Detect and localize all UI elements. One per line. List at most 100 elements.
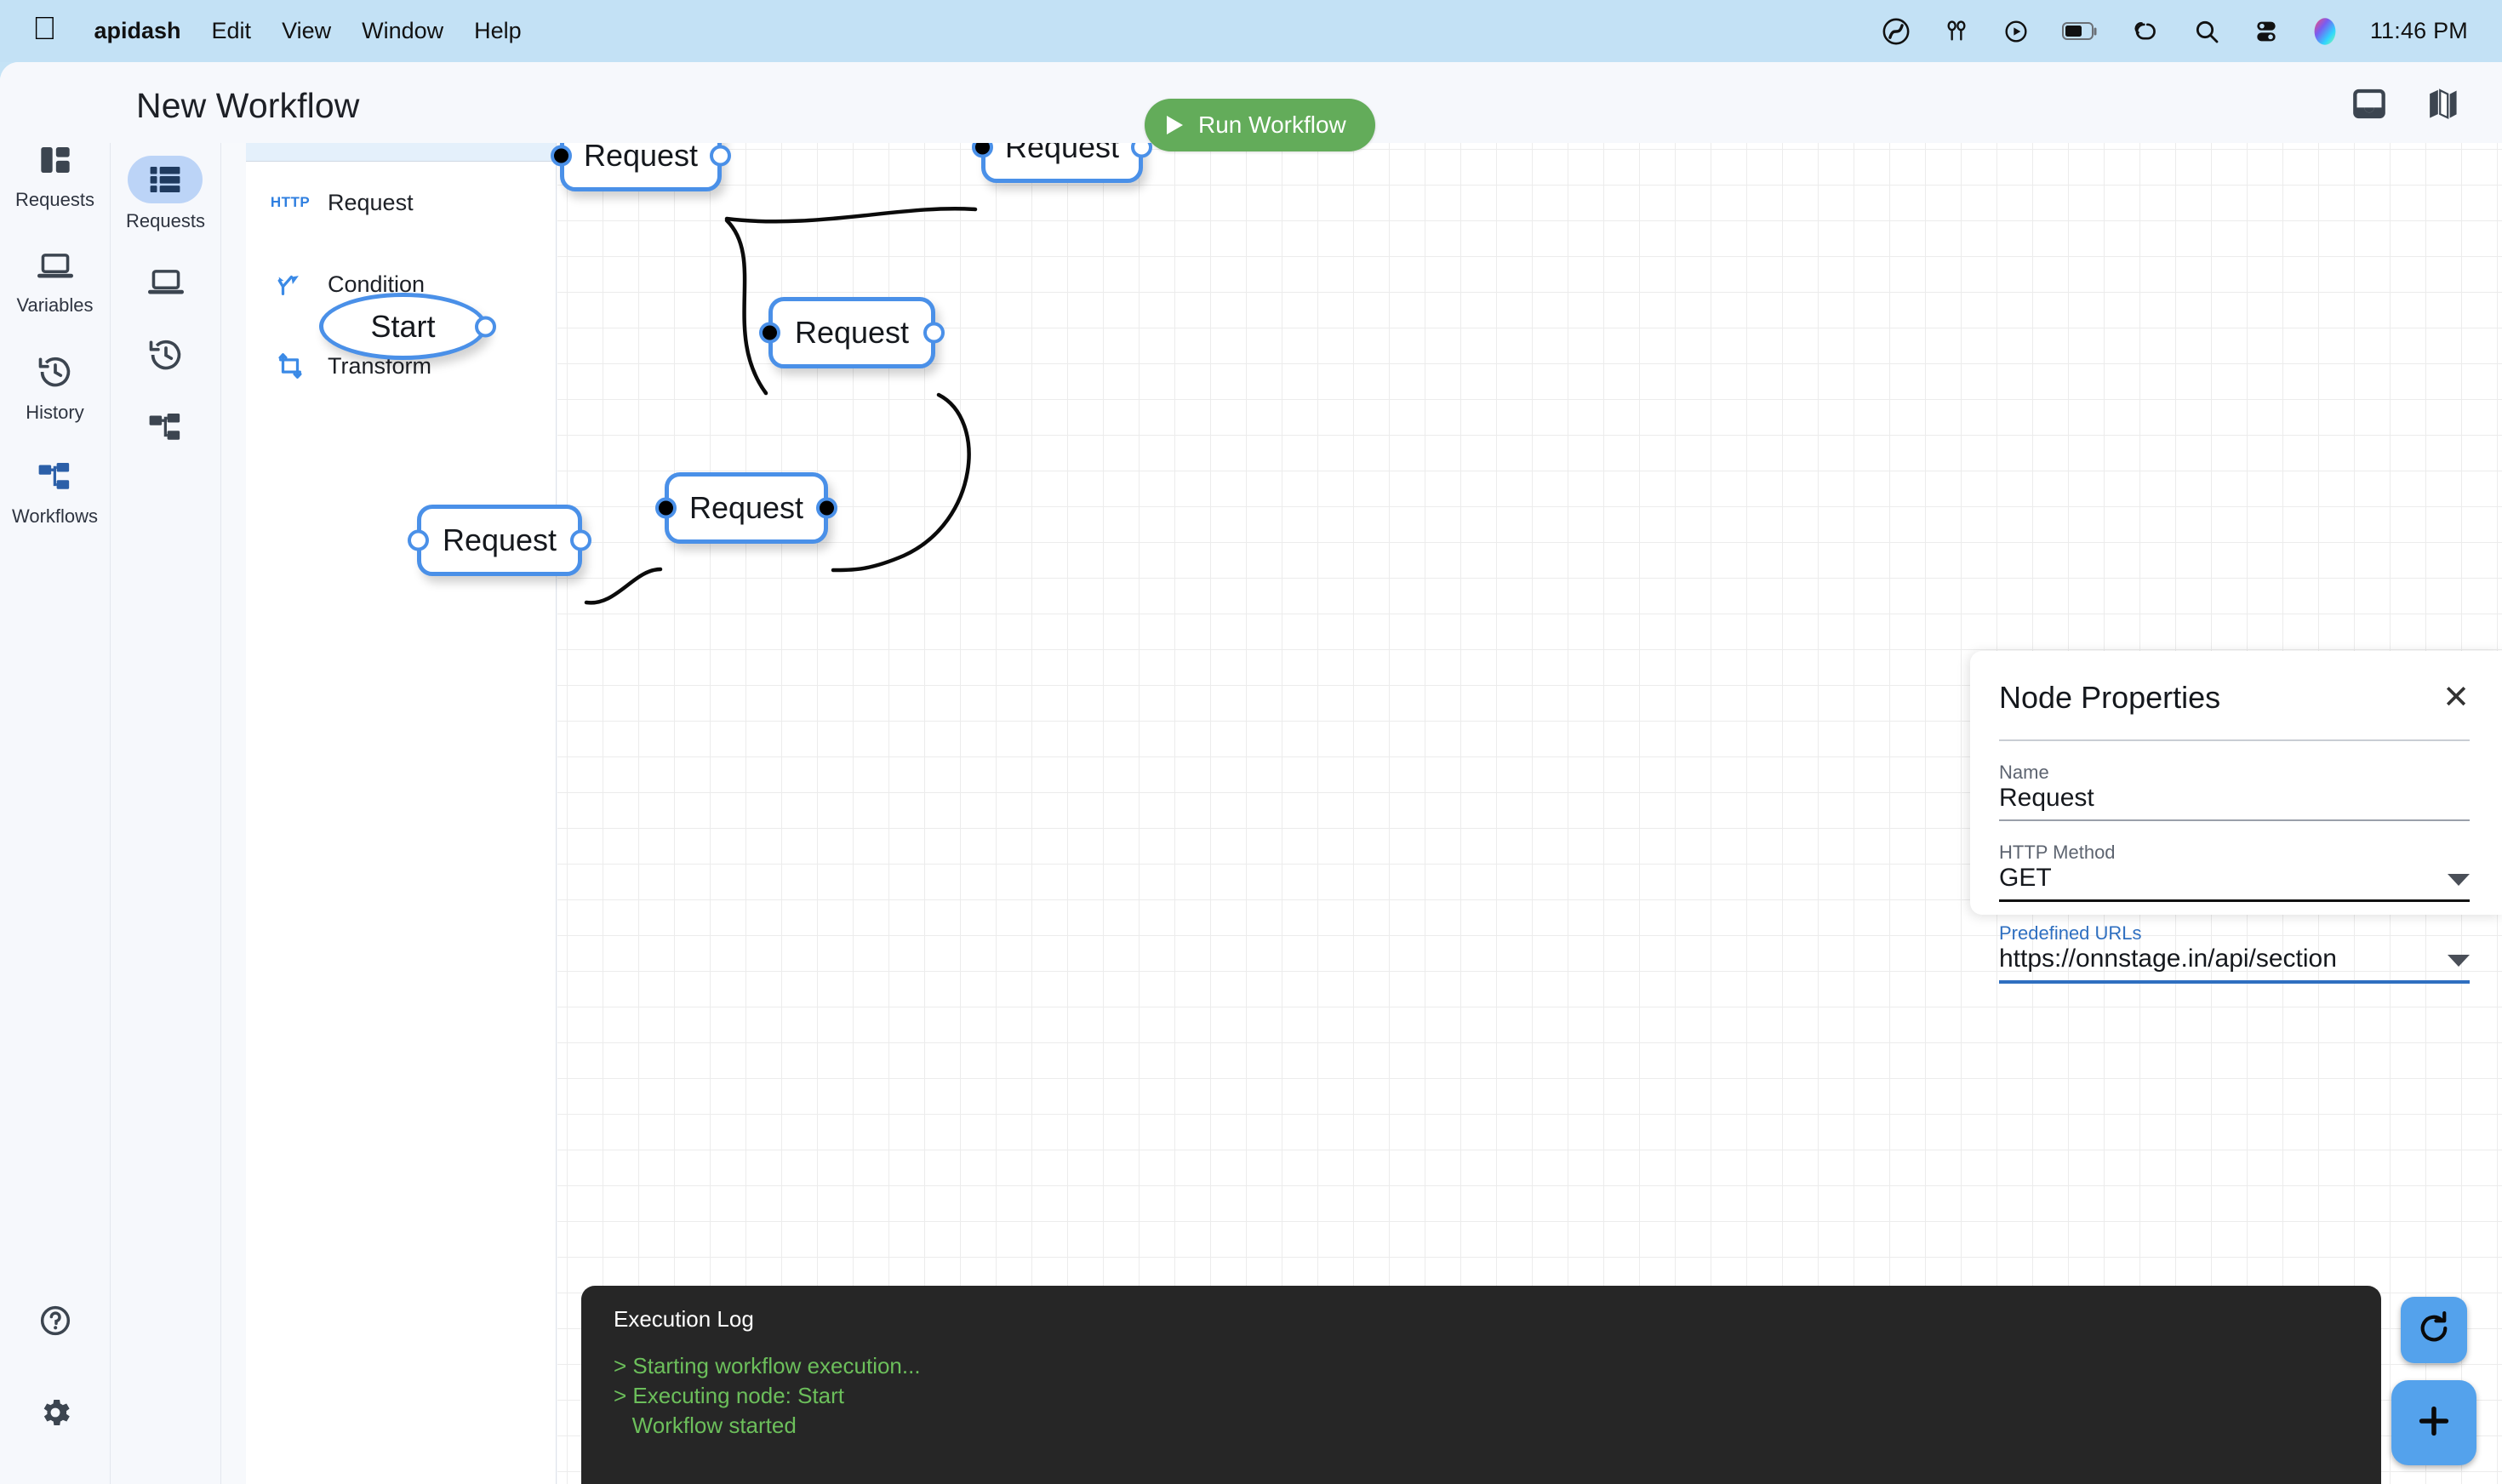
field-row-name[interactable]: Request: [1999, 784, 2470, 819]
app-window: Start Start Request Request Request: [0, 62, 2502, 1484]
media-play-icon[interactable]: [2002, 18, 2030, 45]
rail-label-workflows: Workflows: [12, 505, 98, 528]
node-label-request-4: Request: [689, 490, 803, 526]
chevron-down-icon[interactable]: [2448, 874, 2470, 886]
field-value-http-method: GET: [1999, 864, 2052, 893]
menu-item-apidash[interactable]: apidash: [94, 18, 181, 44]
field-value-predefined-urls: https://onnstage.in/api/section: [1999, 945, 2337, 973]
menu-bar-status-items: 11:46 PM: [1882, 17, 2502, 46]
chevron-down-icon[interactable]: [2448, 955, 2470, 967]
run-workflow-label: Run Workflow: [1198, 111, 1346, 139]
rail-label-requests: Requests: [15, 189, 94, 211]
run-workflow-button[interactable]: Run Workflow: [1145, 99, 1375, 151]
requests-list-icon: [128, 156, 203, 203]
execution-log-line: > Starting workflow execution...: [614, 1351, 2349, 1381]
menu-item-window[interactable]: Window: [362, 18, 443, 44]
rail-bottom-actions: [37, 1304, 73, 1435]
map-icon[interactable]: [2427, 88, 2458, 124]
workflow-nodes-icon: [37, 461, 73, 498]
history-clock-icon: [37, 354, 73, 394]
page-title: New Workflow: [136, 86, 359, 126]
battery-icon[interactable]: [2062, 20, 2099, 43]
menu-item-edit[interactable]: Edit: [212, 18, 252, 44]
menu-bar-clock: 11:46 PM: [2370, 18, 2468, 44]
node-type-request[interactable]: HTTP Request: [246, 162, 556, 243]
icon-col-item-variables[interactable]: [129, 258, 203, 305]
history-clock-icon: [129, 331, 203, 379]
node-port-out-start[interactable]: [475, 316, 496, 337]
node-label-request-3: Request: [795, 315, 909, 351]
close-icon[interactable]: ✕: [2442, 682, 2470, 714]
node-port-in-request-5[interactable]: [408, 530, 429, 551]
node-request-5[interactable]: Request: [417, 505, 582, 576]
field-label-predefined-urls: Predefined URLs: [1999, 922, 2470, 945]
node-port-in-request-4[interactable]: [655, 498, 677, 519]
plus-icon: [2414, 1401, 2453, 1445]
rail-item-variables[interactable]: Variables: [9, 248, 102, 317]
execution-log-panel: Execution Log > Starting workflow execut…: [581, 1286, 2381, 1484]
menu-item-view[interactable]: View: [282, 18, 331, 44]
handoff-link-icon[interactable]: [2132, 19, 2161, 44]
laptop-icon: [129, 258, 203, 305]
creative-cloud-icon[interactable]: [1882, 17, 1911, 46]
rail-item-requests[interactable]: Requests: [9, 143, 102, 211]
node-port-in-request-1[interactable]: [551, 146, 572, 167]
field-row-http-method[interactable]: GET: [1999, 864, 2470, 899]
panel-toggle-icon[interactable]: [2352, 88, 2386, 124]
field-name: Name Request: [1999, 762, 2470, 821]
node-request-4[interactable]: Request: [665, 472, 828, 544]
add-node-fab-button[interactable]: [2391, 1380, 2476, 1465]
gear-icon[interactable]: [37, 1395, 73, 1435]
help-circle-icon[interactable]: [38, 1304, 72, 1342]
laptop-icon: [37, 248, 73, 287]
node-start[interactable]: Start: [319, 293, 487, 360]
execution-log-line: > Executing node: Start: [614, 1381, 2349, 1411]
icon-col-item-history[interactable]: [129, 331, 203, 379]
field-predefined-urls: Predefined URLs https://onnstage.in/api/…: [1999, 922, 2470, 984]
secondary-icon-column: Requests: [111, 62, 221, 1484]
field-label-http-method: HTTP Method: [1999, 842, 2470, 864]
node-properties-title: Node Properties: [1999, 680, 2220, 716]
field-row-predefined-urls[interactable]: https://onnstage.in/api/section: [1999, 945, 2470, 980]
node-port-in-request-3[interactable]: [759, 322, 780, 344]
window-header-actions: [2352, 88, 2458, 124]
transform-crop-icon: [275, 351, 306, 380]
siri-icon[interactable]: [2312, 17, 2338, 46]
node-types-panel: Node Types HTTP Request Condition: [246, 62, 557, 1484]
rail-item-workflows[interactable]: Workflows: [9, 461, 102, 528]
menu-item-help[interactable]: Help: [474, 18, 522, 44]
execution-log-title: Execution Log: [614, 1306, 2349, 1333]
workflow-nodes-icon: [129, 404, 203, 452]
node-port-out-request-5[interactable]: [570, 530, 591, 551]
node-port-out-request-3[interactable]: [923, 322, 945, 344]
node-label-request-1: Request: [584, 138, 698, 174]
field-underline-name: [1999, 819, 2470, 821]
node-properties-panel: Node Properties ✕ Name Request HTTP Meth…: [1970, 651, 2502, 915]
field-http-method: HTTP Method GET: [1999, 842, 2470, 902]
node-type-label-request: Request: [328, 190, 414, 216]
control-center-icon[interactable]: [2253, 18, 2280, 45]
play-icon: [1167, 116, 1183, 134]
apple-logo-icon[interactable]: : [32, 13, 57, 45]
airpods-icon[interactable]: [1943, 18, 1970, 45]
node-label-start: Start: [370, 309, 435, 345]
rail-item-history[interactable]: History: [9, 354, 102, 424]
left-rail: Requests Variables History: [0, 62, 111, 1484]
refresh-fab-button[interactable]: [2401, 1297, 2467, 1363]
icon-col-item-requests[interactable]: Requests: [126, 156, 205, 232]
field-underline-http-method: [1999, 899, 2470, 902]
node-port-out-request-1[interactable]: [710, 146, 731, 167]
node-port-out-request-4[interactable]: [816, 498, 837, 519]
field-label-name: Name: [1999, 762, 2470, 784]
node-properties-header: Node Properties ✕: [1999, 680, 2470, 716]
node-request-3[interactable]: Request: [768, 297, 935, 368]
field-underline-predefined-urls: [1999, 980, 2470, 984]
requests-grid-icon: [38, 143, 72, 181]
icon-col-item-workflows[interactable]: [129, 404, 203, 452]
rail-label-history: History: [26, 402, 83, 424]
rail-header-strip: [0, 62, 111, 143]
spotlight-search-icon[interactable]: [2193, 18, 2220, 45]
divider: [1999, 739, 2470, 741]
branch-condition-icon: [275, 270, 306, 299]
floating-action-buttons: [2391, 1297, 2476, 1465]
